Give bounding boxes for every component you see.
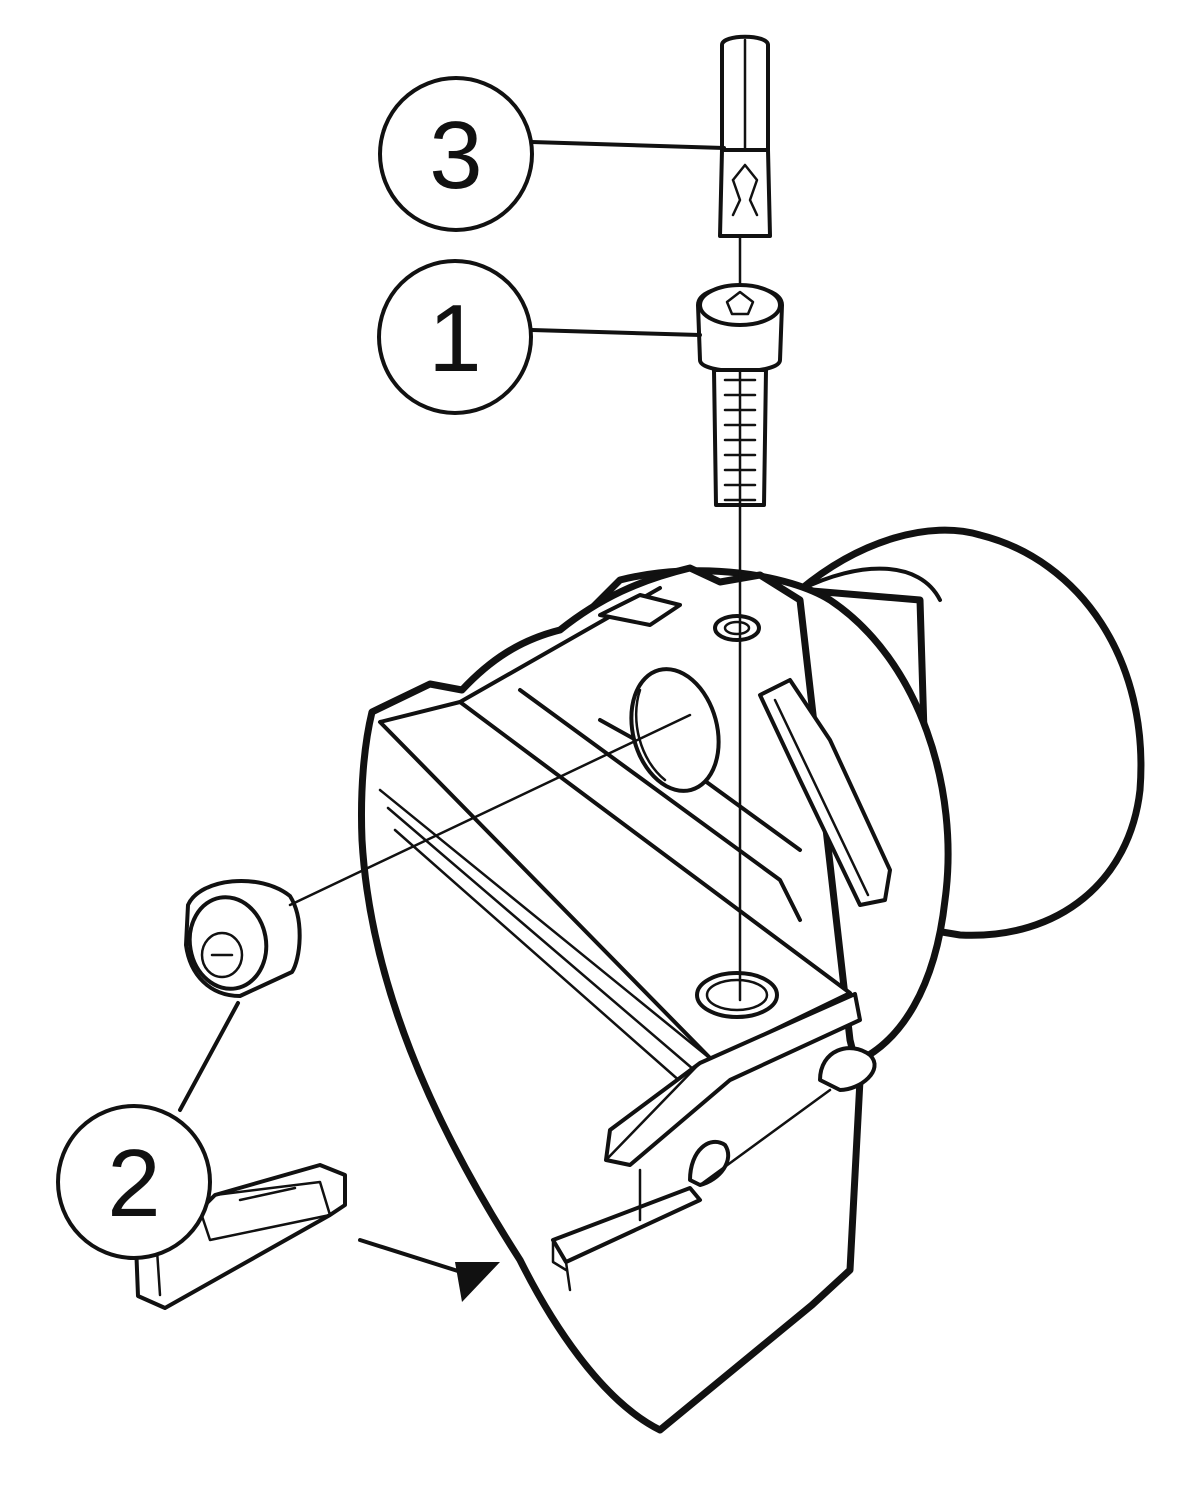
callout-2: 2 [56,1104,212,1260]
callout-3: 3 [378,76,534,232]
socket-head-screw-icon [696,283,784,507]
tool-holder [357,526,1145,1434]
callout-1: 1 [377,259,533,415]
clamp-finger [604,992,862,1167]
callout-1-label: 1 [428,285,481,392]
threaded-hole-top [713,614,761,642]
callout-3-label: 3 [429,102,482,209]
clamp-hole [695,971,779,1019]
flange-slot [758,678,892,907]
torx-key-icon [718,34,772,238]
holder-top-slot [598,593,682,627]
holder-shank [796,526,1145,939]
locating-pins [688,1046,877,1187]
callout-2-label: 2 [107,1130,160,1237]
assembly-lines [178,140,742,1302]
insert-arrow-head [455,1262,500,1302]
insert-pocket [551,1168,702,1292]
nut-icon [184,878,302,998]
